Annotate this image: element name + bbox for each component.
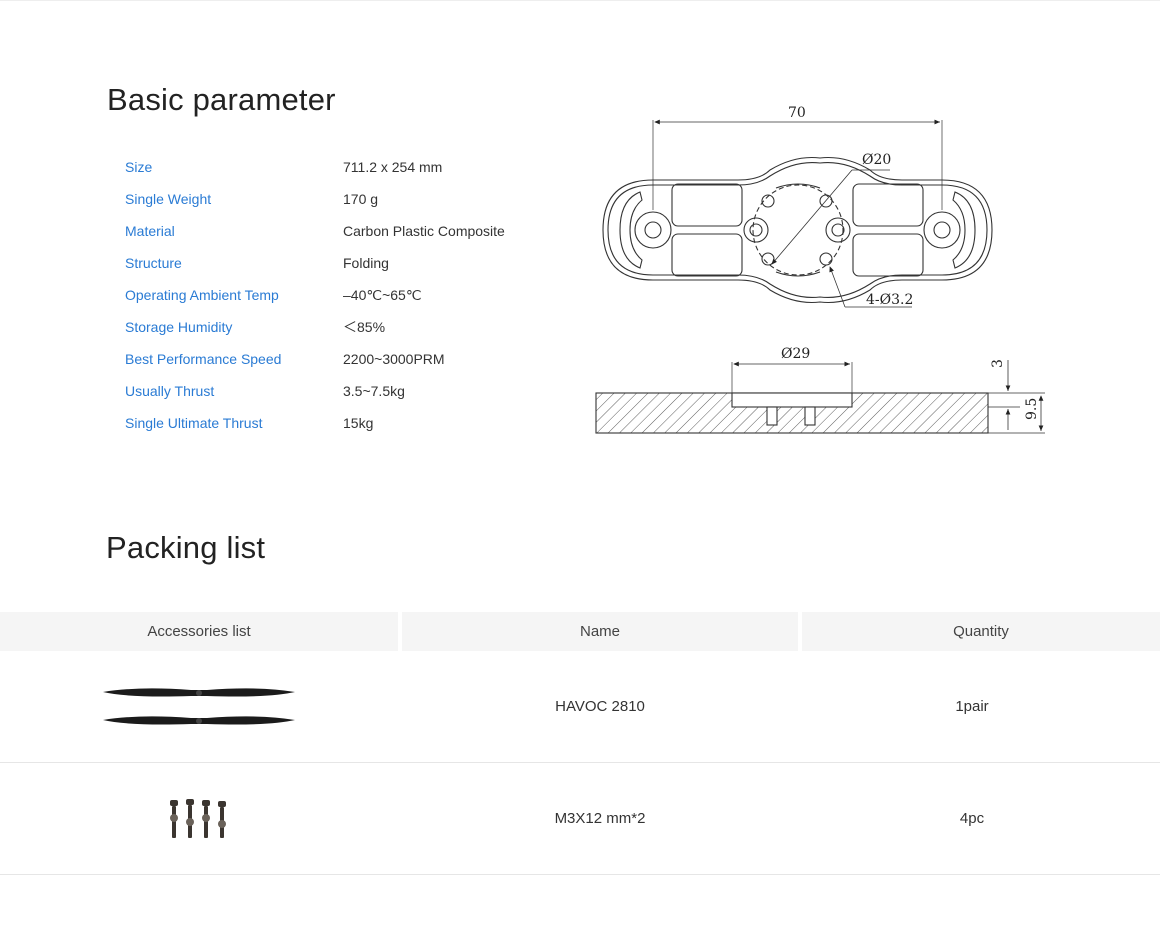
param-label: Size [125,159,153,175]
dim-thickness-label: 9.5 [1024,398,1040,420]
param-row-usual-thrust: Usually Thrust 3.5~7.5kg [0,382,560,414]
param-row-structure: Structure Folding [0,254,560,286]
param-row-storage-humidity: Storage Humidity ＜85% [0,318,560,350]
param-row-ultimate-thrust: Single Ultimate Thrust 15kg [0,414,560,446]
item-quantity: 4pc [959,810,985,827]
header-accessories: Accessories list [0,612,398,651]
packing-row-screws: M3X12 mm*2 4pc [0,763,1160,875]
param-label: Storage Humidity [125,319,233,335]
dim-center-dia-label: Ø20 [862,152,891,168]
basic-parameter-title: Basic parameter [107,82,336,117]
propeller-pair-image [0,651,398,762]
item-name: M3X12 mm*2 [554,810,646,827]
param-value: Folding [343,255,389,271]
param-label: Best Performance Speed [125,351,282,367]
param-row-operating-temp: Operating Ambient Temp –40℃~65℃ [0,286,560,318]
header-name: Name [402,612,798,651]
param-value: ＜85% [343,319,386,335]
hub-technical-drawing: 70 Ø20 4-Ø3.2 Ø29 3 9.5 [590,100,1060,445]
param-value: 15kg [343,415,374,431]
param-row-material: Material Carbon Plastic Composite [0,222,560,254]
param-value: Carbon Plastic Composite [343,223,505,239]
param-row-size: Size 711.2 x 254 mm [0,158,560,190]
item-name: HAVOC 2810 [555,698,645,715]
dim-width-label: 70 [788,105,806,121]
param-label: Material [125,223,175,239]
param-label: Single Ultimate Thrust [125,415,263,431]
top-divider [0,0,1160,1]
param-value: 3.5~7.5kg [343,383,405,399]
dim-holes-label: 4-Ø3.2 [866,292,913,308]
dim-hub-dia-label: Ø29 [781,346,810,362]
dim-step-label: 3 [990,359,1006,368]
param-row-weight: Single Weight 170 g [0,190,560,222]
param-label: Structure [125,255,182,271]
item-quantity: 1pair [955,698,989,715]
param-value: –40℃~65℃ [343,287,422,303]
param-label: Single Weight [125,191,212,207]
param-label: Usually Thrust [125,383,215,399]
header-quantity: Quantity [802,612,1160,651]
param-value: 2200~3000PRM [343,351,445,367]
packing-list-title: Packing list [106,530,266,565]
screws-image [0,763,398,874]
param-label: Operating Ambient Temp [125,287,279,303]
param-value: 711.2 x 254 mm [343,159,443,175]
param-value: 170 g [343,191,379,207]
param-row-speed: Best Performance Speed 2200~3000PRM [0,350,560,382]
packing-row-propeller: HAVOC 2810 1pair [0,651,1160,763]
